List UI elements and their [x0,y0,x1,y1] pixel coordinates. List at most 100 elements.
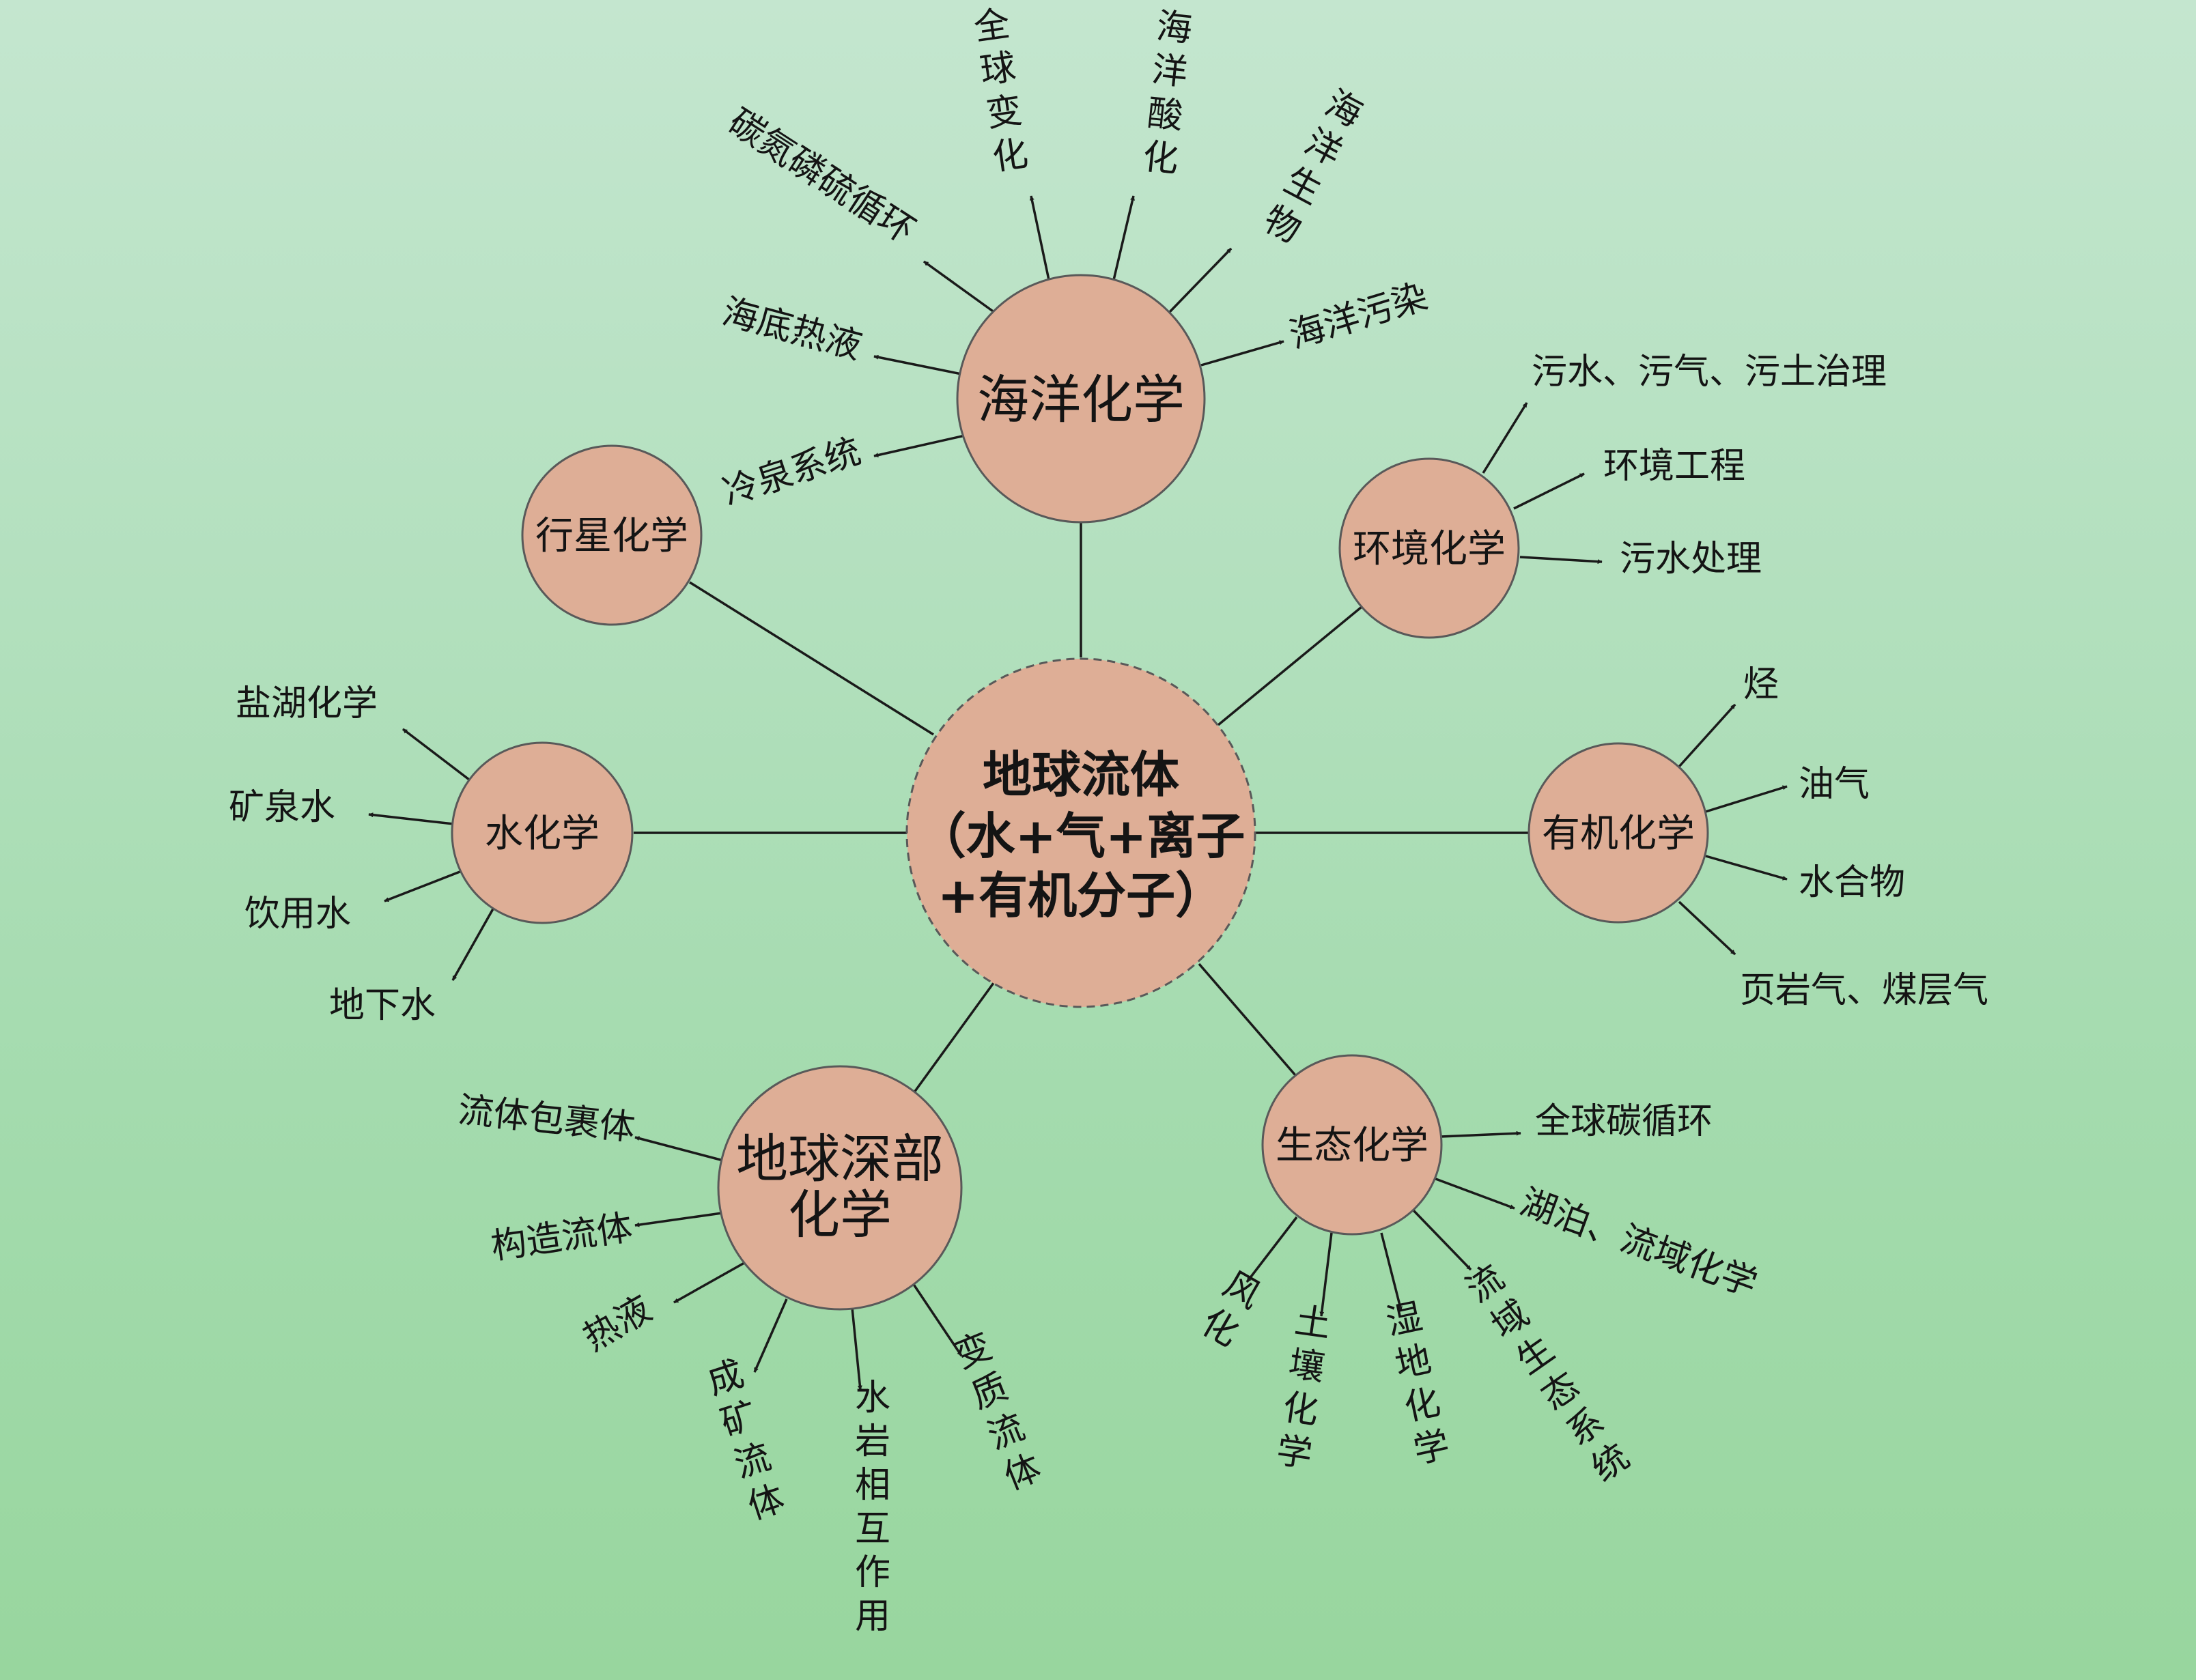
planetary-label: 行星化学 [535,514,688,558]
arrow-shale-gas [1678,900,1736,956]
arrow-weathering [1245,1216,1298,1283]
leaf-lake-basin: 湖泊、流域化学 [1515,1182,1763,1305]
leaf-marine-pollution: 海洋污染 [1284,276,1432,356]
leaf-fluid-inclusion: 流体包裹体 [456,1090,637,1149]
arrow-marine-biology [1168,247,1233,314]
hydro-label: 水化学 [485,812,600,856]
node-eco: 生态化学 [1261,1054,1443,1236]
arrow-hydrothermal [873,354,962,375]
arrow-pollution-treatment [1482,402,1528,474]
node-hydro: 水化学 [451,741,634,924]
arrow-oil-gas [1705,785,1788,813]
leaf-cold-seep: 冷泉系统 [718,431,865,513]
arrow-env-engineering [1513,472,1585,510]
leaf-marine-biology-text: 海洋生物 [1257,83,1369,251]
leaf-carbon-cycle: 全球碳循环 [1535,1101,1713,1142]
leaf-weathering-text: 风化 [1194,1264,1267,1354]
arrow-groundwater [451,906,496,981]
arrow-mineral-water [368,812,454,825]
arrow-salt-lake [402,728,470,781]
arrow-drinking-water [384,870,462,902]
leaf-arrows [368,195,1788,1391]
node-environment: 环境化学 [1338,457,1520,639]
arrow-wastewater [1519,556,1603,565]
arrow-fluid-inclusion [634,1136,724,1162]
center-label-line1: 地球流体 [983,746,1179,803]
leaf-wetland-text: 湿地化学 [1383,1296,1453,1472]
arrow-metamorphic-fluid [912,1283,963,1356]
leaf-tectonic-fluid: 构造流体 [488,1207,634,1267]
deep-label-line2: 化学 [788,1184,892,1245]
leaf-salt-lake: 盐湖化学 [236,683,378,724]
node-ocean: 海洋化学 [956,274,1206,524]
link-environment [1217,603,1366,726]
leaf-soil-text: 土壤化学 [1274,1300,1334,1476]
leaf-marine-biology: 海洋生物 [1257,83,1369,251]
eco-circle [1261,1054,1443,1236]
arrow-lake-basin [1433,1177,1515,1210]
arrow-hydrothermal-deep [673,1262,745,1304]
organic-circle [1528,742,1709,924]
arrow-tectonic-fluid [634,1212,722,1227]
planetary-circle [521,444,703,626]
arrow-marine-pollution [1200,340,1284,367]
environment-label: 环境化学 [1353,527,1506,571]
center-label-line3: +有机分子） [938,867,1224,924]
leaf-water-rock: 水岩相互作用 [855,1378,890,1637]
ocean-label: 海洋化学 [977,369,1185,430]
arrow-cold-seep [873,434,966,458]
leaf-env-engineering: 环境工程 [1603,446,1745,487]
leaf-wetland: 湿地化学 [1383,1296,1453,1472]
leaf-pollution-treatment: 污水、污气、污土治理 [1532,352,1887,393]
leaf-ocean-acidification-text: 海洋酸化 [1141,6,1194,181]
leaf-hydrothermal-deep: 热液 [577,1288,659,1359]
node-planetary: 行星化学 [521,444,703,626]
arrow-water-rock [851,1307,862,1391]
leaf-ocean-acidification: 海洋酸化 [1141,6,1194,181]
deep-circle [717,1065,963,1311]
leaf-soil: 土壤化学 [1274,1300,1334,1476]
leaf-ore-fluid-text: 成矿流体 [703,1353,789,1528]
leaf-basin-eco: 流域生态系统 [1459,1257,1637,1490]
arrow-hydrate [1705,855,1788,881]
center-label-line2: （水+气+离子 [917,808,1245,865]
leaf-hydrothermal: 海底热液 [718,291,866,368]
link-planetary [689,581,934,736]
arrow-soil [1319,1232,1333,1317]
hydro-circle [451,741,634,924]
leaf-metamorphic-fluid-text: 变质流体 [949,1326,1047,1498]
leaf-mineral-water: 矿泉水 [229,787,335,828]
leaf-weathering: 风化 [1194,1264,1267,1354]
ocean-circle [956,274,1206,524]
leaf-ore-fluid: 成矿流体 [703,1353,789,1528]
leaf-global-change-text: 全球变化 [972,3,1031,179]
center-node: 地球流体 （水+气+离子 +有机分子） [905,657,1256,1008]
arrow-global-change [1029,195,1050,281]
arrow-wetland [1380,1232,1403,1311]
deep-label-line1: 地球深部 [736,1128,944,1189]
link-deep [911,982,995,1096]
leaf-cnps-cycle: 碳氮磷硫循环 [721,102,922,252]
connector-lines [634,522,1530,1096]
vertical-leaf-labels: 全球变化 海洋酸化 海洋生物 成矿流体 水岩相互作用 变质流体 风化 土壤化学 … [703,3,1637,1637]
arrow-ocean-acidification [1112,195,1135,281]
leaf-oil-gas: 油气 [1799,764,1870,805]
leaf-shale-gas: 页岩气、煤层气 [1740,970,1988,1011]
environment-circle [1338,457,1520,639]
arrow-basin-eco [1411,1208,1472,1271]
node-organic: 有机化学 [1528,742,1709,924]
center-circle [905,657,1256,1008]
leaf-basin-eco-text: 流域生态系统 [1459,1257,1637,1490]
node-deep: 地球深部 化学 [717,1065,963,1311]
leaf-hydrate: 水合物 [1799,862,1905,903]
link-eco [1198,963,1297,1077]
leaf-global-change: 全球变化 [972,3,1031,179]
arrow-hydrocarbon [1678,703,1736,768]
leaf-wastewater: 污水处理 [1620,539,1762,580]
leaf-metamorphic-fluid: 变质流体 [949,1326,1047,1498]
leaf-hydrocarbon: 烃 [1743,664,1779,705]
arrow-ore-fluid [753,1298,788,1373]
leaf-drinking-water: 饮用水 [244,894,351,935]
leaf-water-rock-text: 水岩相互作用 [855,1378,890,1637]
